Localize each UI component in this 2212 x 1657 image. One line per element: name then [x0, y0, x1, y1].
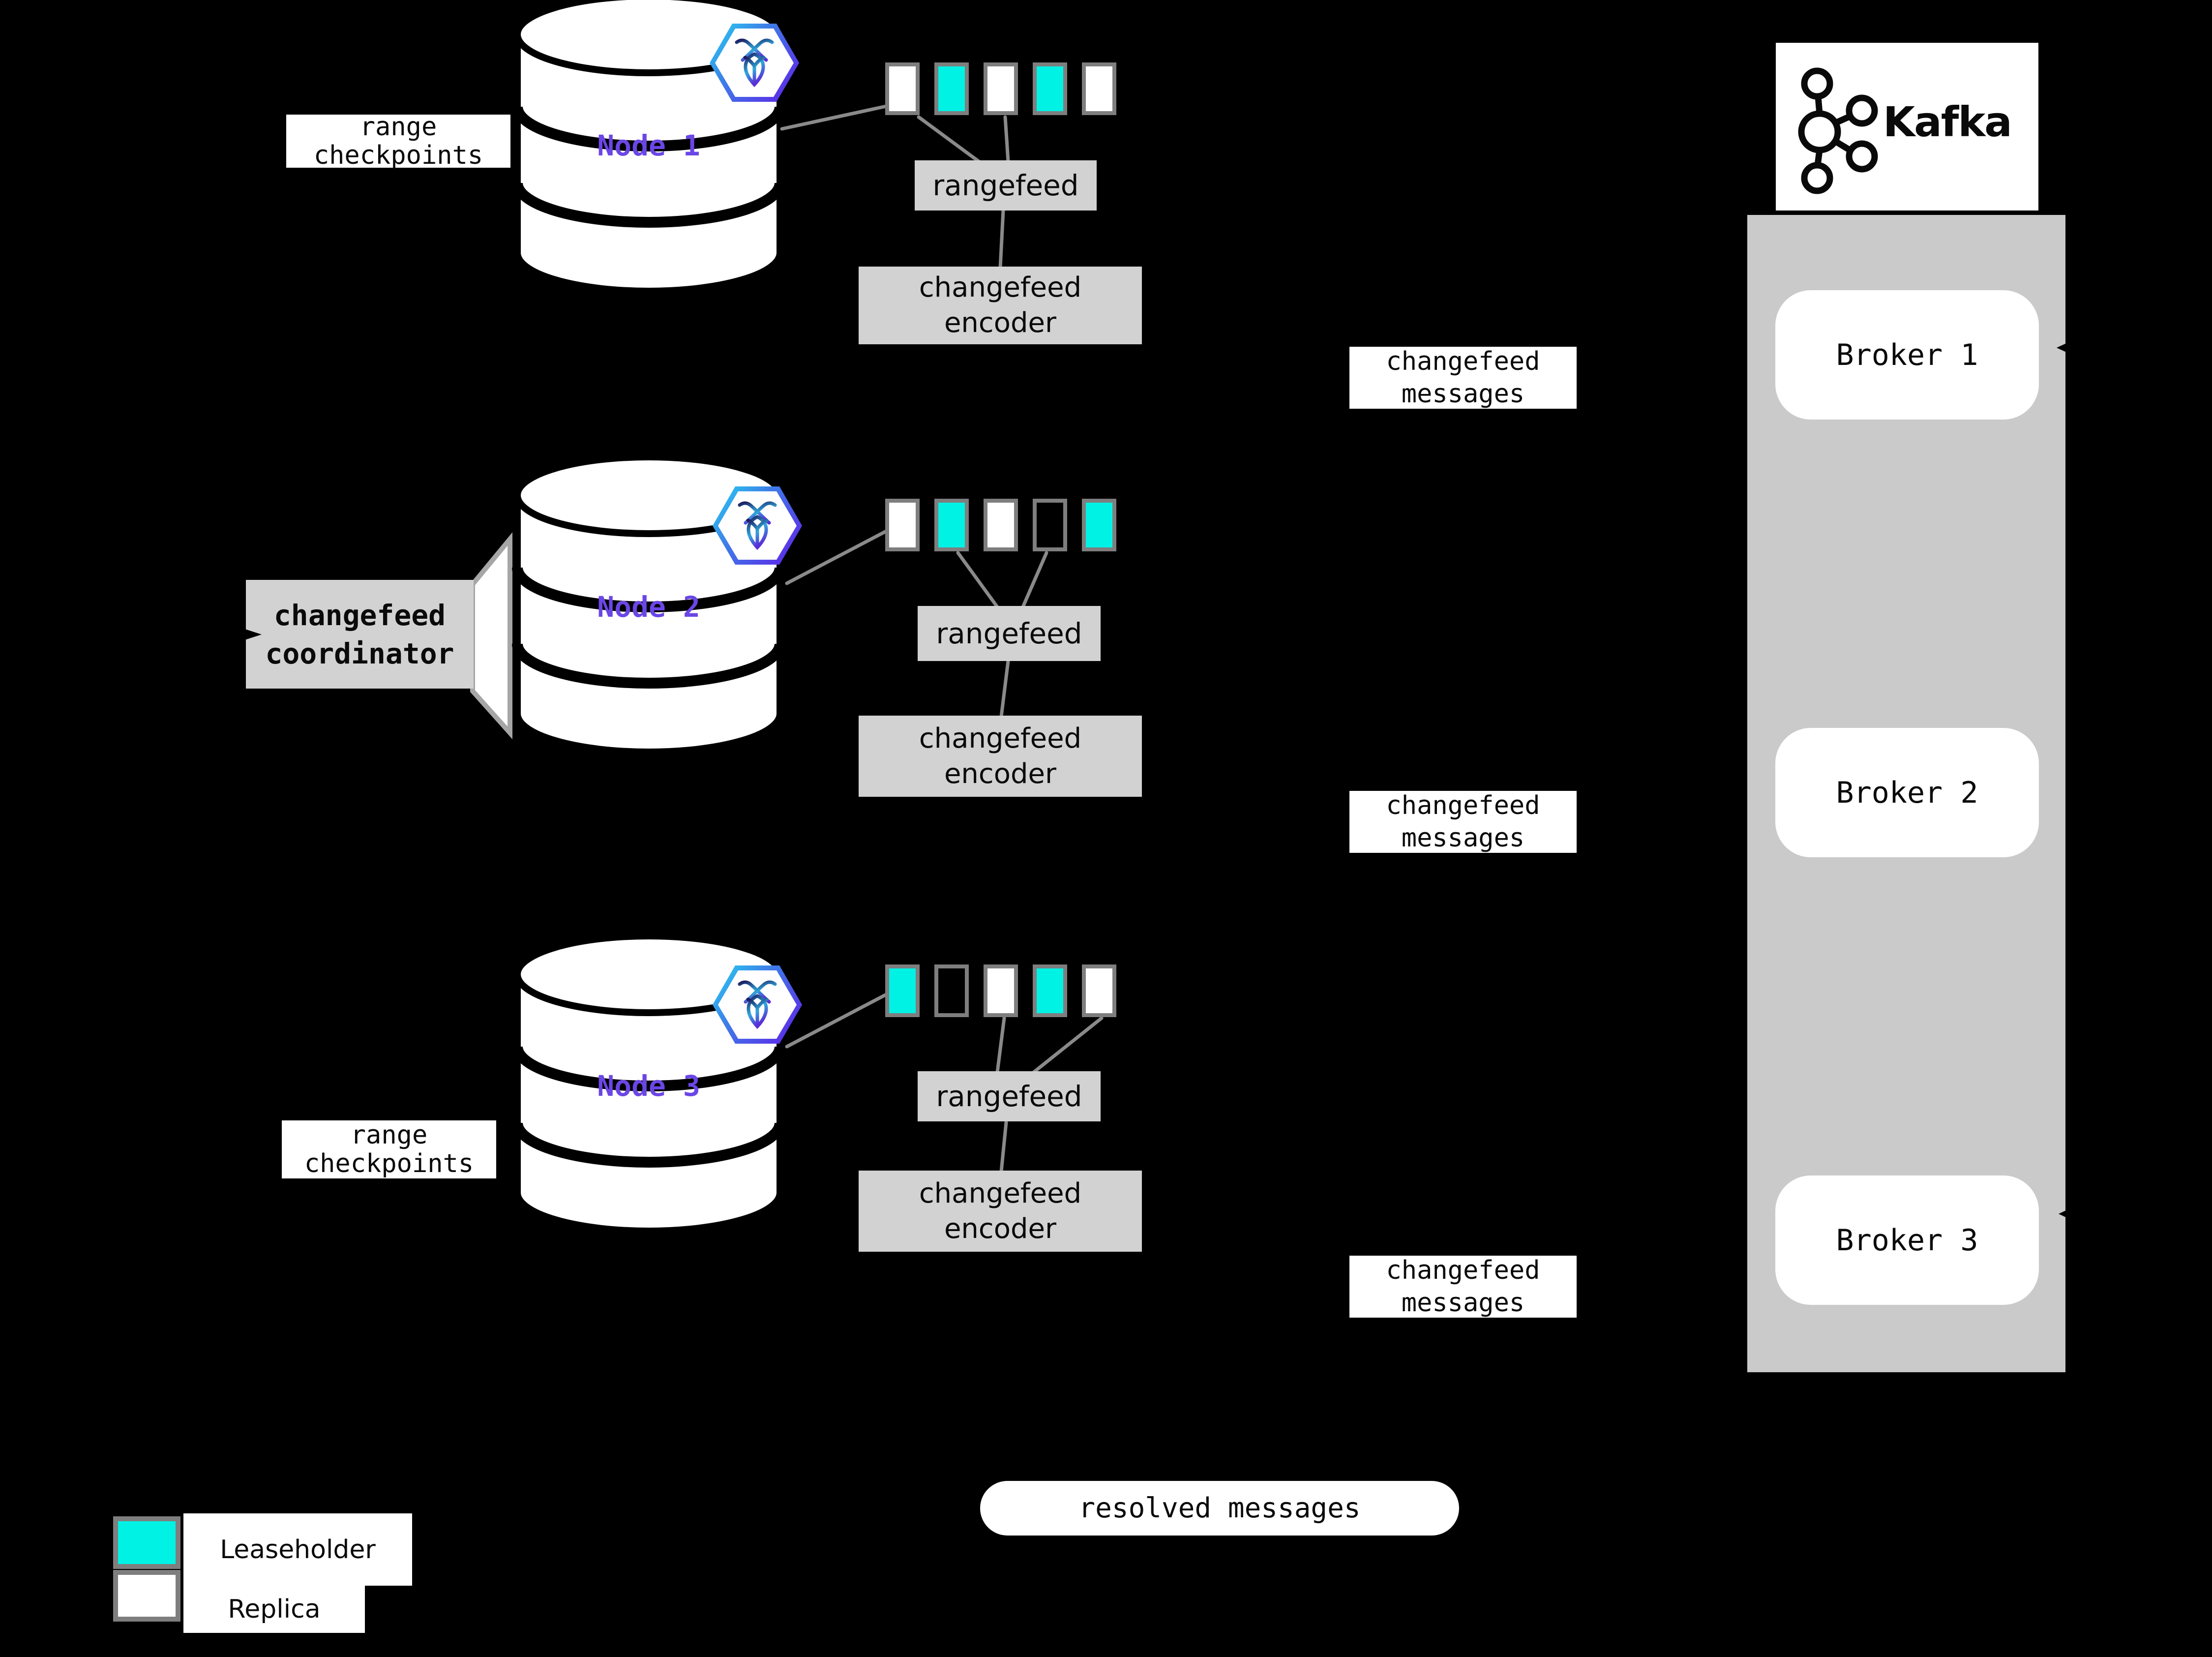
connector-lines: [780, 104, 1104, 1174]
changefeed-encoder-box-node2: changefeed encoder: [859, 716, 1142, 797]
range-square-leaseholder: [1082, 499, 1116, 551]
range-square-replica: [984, 499, 1018, 551]
changefeed-encoder-box-node3: changefeed encoder: [859, 1171, 1142, 1252]
range-square-replica: [1082, 964, 1116, 1017]
rangefeed-box-node2: rangefeed: [918, 606, 1101, 661]
range-square-leaseholder: [1033, 964, 1067, 1017]
broker-1: Broker 1: [1775, 290, 2039, 420]
range-square-leaseholder: [934, 62, 969, 115]
range-square-empty: [1033, 499, 1067, 551]
changefeed-messages-label-1: changefeed messages: [1349, 347, 1577, 409]
range-square-replica: [1082, 62, 1116, 115]
node2-label: Node 2: [597, 590, 700, 624]
kafka-logo-icon: [1798, 67, 1878, 194]
node2-range-squares: [885, 499, 1116, 551]
kafka-title: Kafka: [1883, 98, 2012, 146]
kafka-broker-panel: Broker 1 Broker 2 Broker 3: [1747, 215, 2065, 1372]
changefeed-messages-label-3: changefeed messages: [1349, 1256, 1577, 1318]
node3-label: Node 3: [597, 1069, 700, 1103]
range-checkpoints-label-node3: range checkpoints: [282, 1120, 496, 1178]
legend-replica-swatch: [113, 1570, 180, 1622]
changefeed-encoder-box-node1: changefeed encoder: [859, 267, 1142, 344]
range-square-replica: [885, 62, 920, 115]
range-square-replica: [984, 62, 1018, 115]
broker-3: Broker 3: [1775, 1175, 2039, 1305]
coordinator-fold-flag: [470, 532, 512, 740]
legend-leaseholder-swatch: [113, 1516, 180, 1569]
range-square-empty: [934, 964, 969, 1017]
kafka-logo-box: Kafka: [1776, 43, 2038, 211]
node1-range-squares: [885, 62, 1116, 115]
changefeed-coordinator-label: changefeed coordinator: [246, 580, 474, 689]
range-square-leaseholder: [1033, 62, 1067, 115]
range-square-replica: [984, 964, 1018, 1017]
node1-label: Node 1: [597, 129, 700, 162]
range-square-leaseholder: [885, 964, 920, 1017]
rangefeed-box-node1: rangefeed: [915, 160, 1097, 211]
resolved-messages-label: resolved messages: [980, 1481, 1459, 1536]
changefeed-messages-label-2: changefeed messages: [1349, 791, 1577, 853]
range-square-leaseholder: [934, 499, 969, 551]
legend-replica-label: Replica: [183, 1586, 365, 1633]
node3-range-squares: [885, 964, 1116, 1017]
rangefeed-box-node3: rangefeed: [918, 1071, 1101, 1121]
legend-leaseholder-label: Leaseholder: [183, 1513, 412, 1586]
range-checkpoints-label-node1: range checkpoints: [286, 113, 510, 170]
range-square-replica: [885, 499, 920, 551]
broker-2: Broker 2: [1775, 728, 2039, 857]
